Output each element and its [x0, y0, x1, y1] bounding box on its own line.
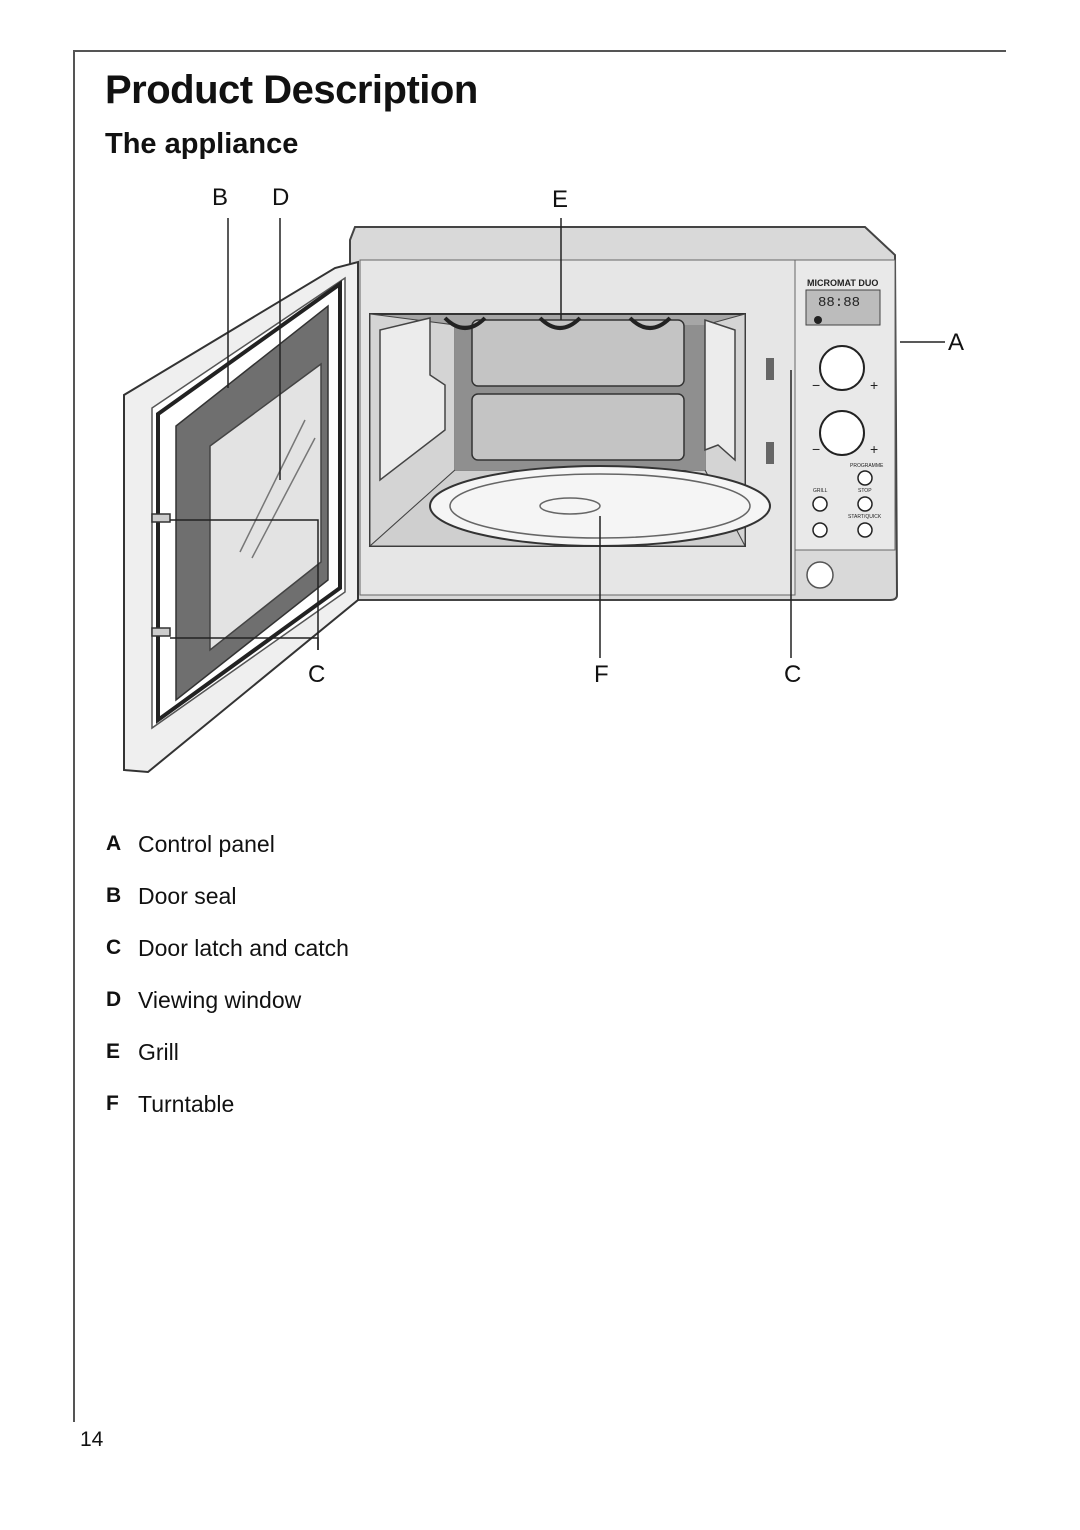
callout-c-panel: C [784, 661, 801, 688]
programme-button[interactable] [857, 470, 873, 486]
timer-dial[interactable] [819, 410, 865, 456]
panel-grill-label: GRILL [813, 488, 828, 494]
panel-display: 88:88 [818, 295, 860, 311]
oven-cavity [368, 313, 771, 548]
microwave-illustration: MICROMAT DUO 88:88 − + − + PROGRAMME GRI… [100, 180, 1000, 800]
legend-item: A Control panel [106, 818, 349, 870]
legend-text: Viewing window [138, 986, 302, 1013]
door-latch-hook [151, 627, 171, 637]
callout-e: E [552, 186, 568, 213]
legend-text: Door seal [138, 882, 237, 909]
panel-stop-label: STOP [858, 488, 872, 494]
panel-brand: MICROMAT DUO [807, 278, 878, 288]
callout-b: B [212, 184, 228, 211]
legend-text: Turntable [138, 1090, 235, 1117]
defrost-button[interactable] [812, 522, 828, 538]
power-dial[interactable] [819, 345, 865, 391]
callout-f: F [594, 661, 609, 688]
legend-letter: D [106, 988, 122, 1011]
legend-text: Control panel [138, 830, 275, 857]
door-release-button[interactable] [806, 561, 834, 589]
legend-letter: B [106, 884, 122, 907]
legend-item: B Door seal [106, 870, 349, 922]
legend-letter: A [106, 832, 122, 855]
callout-d: D [272, 184, 289, 211]
legend-item: D Viewing window [106, 974, 349, 1026]
leader-lines [170, 218, 945, 658]
grill-button[interactable] [812, 496, 828, 512]
legend-item: E Grill [106, 1026, 349, 1078]
svg-text:+: + [870, 441, 878, 457]
legend-item: C Door latch and catch [106, 922, 349, 974]
section-subtitle: The appliance [105, 128, 299, 160]
control-panel: MICROMAT DUO 88:88 − + − + PROGRAMME GRI… [794, 259, 896, 589]
panel-start-label: START/QUICK [848, 514, 882, 520]
left-rule [73, 50, 75, 1422]
door-latch-hook [151, 513, 171, 523]
latch-catch-slot [766, 442, 774, 464]
svg-text:−: − [812, 441, 820, 457]
legend-item: F Turntable [106, 1078, 349, 1130]
panel-programmes-label: PROGRAMME [850, 463, 884, 469]
start-button[interactable] [857, 522, 873, 538]
legend-text: Grill [138, 1038, 179, 1065]
legend-letter: C [106, 936, 122, 959]
viewing-window [209, 362, 322, 652]
top-rule [73, 50, 1006, 52]
callout-a: A [948, 329, 964, 356]
stop-button[interactable] [857, 496, 873, 512]
legend-letter: F [106, 1092, 119, 1115]
latch-catch-slot [766, 358, 774, 380]
svg-text:+: + [870, 377, 878, 393]
page-number: 14 [80, 1428, 104, 1451]
oven-door [123, 260, 359, 774]
page-title: Product Description [105, 68, 478, 112]
callout-c-door: C [308, 661, 325, 688]
svg-text:−: − [812, 377, 820, 393]
legend-text: Door latch and catch [138, 934, 349, 961]
parts-legend: A Control panel B Door seal C Door latch… [106, 818, 349, 1130]
legend-letter: E [106, 1040, 121, 1063]
grill-element [443, 316, 672, 330]
